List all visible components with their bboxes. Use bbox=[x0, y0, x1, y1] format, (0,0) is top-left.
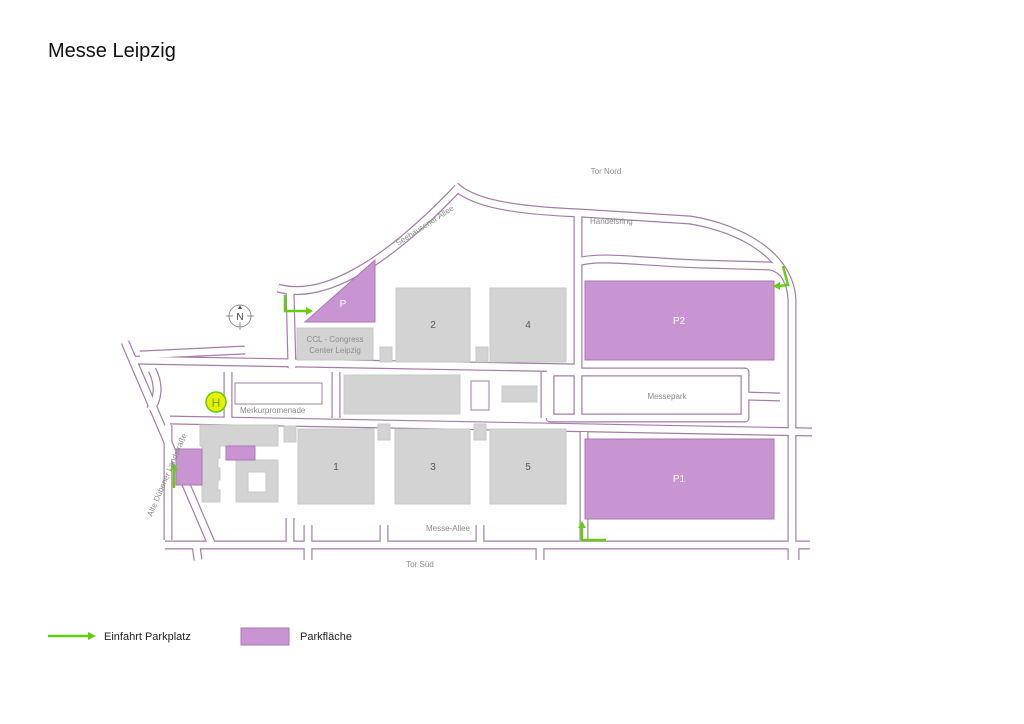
courtyard-building bbox=[235, 459, 279, 503]
arrowhead-icon bbox=[170, 463, 178, 470]
small-building bbox=[379, 346, 393, 363]
parking-p1[interactable] bbox=[584, 438, 775, 520]
helipad-label: H bbox=[212, 396, 221, 410]
small-building bbox=[283, 425, 297, 443]
ccl-label-line2: Center Leipzig bbox=[309, 346, 361, 355]
legend-parking-swatch bbox=[240, 627, 290, 646]
hall-2[interactable] bbox=[395, 287, 471, 363]
street-merkurpromenade: Merkurpromenade bbox=[240, 406, 306, 415]
hall-3-label: 3 bbox=[430, 462, 436, 473]
building bbox=[343, 374, 461, 415]
gate-south-label: Tor Süd bbox=[406, 560, 434, 569]
arrowhead-icon bbox=[773, 282, 780, 290]
parking-p2[interactable] bbox=[584, 280, 775, 361]
legend-parking-label: Parkfläche bbox=[300, 631, 352, 643]
hall-3[interactable] bbox=[394, 428, 471, 505]
street-messe-allee: Messe-Allee bbox=[426, 524, 471, 533]
compass-icon: N bbox=[226, 304, 254, 330]
gate-north-label: Tor Nord bbox=[591, 167, 622, 176]
ccl-congress-center[interactable] bbox=[296, 327, 374, 361]
small-building bbox=[377, 423, 391, 441]
small-building bbox=[473, 423, 487, 441]
small-building bbox=[475, 346, 489, 363]
buildings bbox=[199, 287, 567, 505]
arrowhead-icon bbox=[306, 307, 313, 315]
building-outline bbox=[470, 380, 490, 411]
street-handelsring: Handelsring bbox=[590, 217, 633, 226]
parking-p[interactable] bbox=[303, 258, 376, 323]
compass-north-label: N bbox=[236, 312, 243, 323]
parking-p2-label: P2 bbox=[673, 316, 686, 327]
parking-areas bbox=[175, 258, 775, 520]
arrowhead-icon bbox=[88, 632, 96, 640]
hall-1-label: 1 bbox=[333, 462, 339, 473]
parking-p-label: P bbox=[340, 299, 347, 310]
entry-arrows bbox=[170, 265, 790, 542]
entry-arrow-p bbox=[283, 295, 308, 313]
page-title: Messe Leipzig bbox=[48, 40, 176, 62]
road-network bbox=[120, 182, 813, 561]
hall-4-label: 4 bbox=[525, 320, 531, 331]
merkur-building-outline bbox=[234, 382, 323, 405]
parking-p1-label: P1 bbox=[673, 474, 686, 485]
ccl-label-line1: CCL - Congress bbox=[306, 335, 363, 344]
parking-west[interactable] bbox=[175, 448, 203, 486]
parking-small[interactable] bbox=[225, 445, 256, 461]
helipad-icon: H bbox=[205, 391, 227, 413]
hall-5[interactable] bbox=[489, 428, 567, 505]
arrowhead-icon bbox=[578, 521, 586, 528]
street-messepark: Messepark bbox=[647, 392, 687, 401]
hall-5-label: 5 bbox=[525, 462, 531, 473]
building bbox=[501, 385, 538, 403]
legend-entry-label: Einfahrt Parkplatz bbox=[104, 631, 191, 643]
entry-arrow-p2 bbox=[777, 265, 790, 288]
hall-2-label: 2 bbox=[430, 320, 436, 331]
legend: Einfahrt Parkplatz Parkfläche bbox=[48, 627, 352, 646]
hall-4[interactable] bbox=[489, 287, 567, 363]
hall-1[interactable] bbox=[297, 428, 375, 505]
entry-arrow-p1 bbox=[580, 527, 606, 542]
street-seehausener-allee: Seehausener Allee bbox=[394, 203, 456, 247]
